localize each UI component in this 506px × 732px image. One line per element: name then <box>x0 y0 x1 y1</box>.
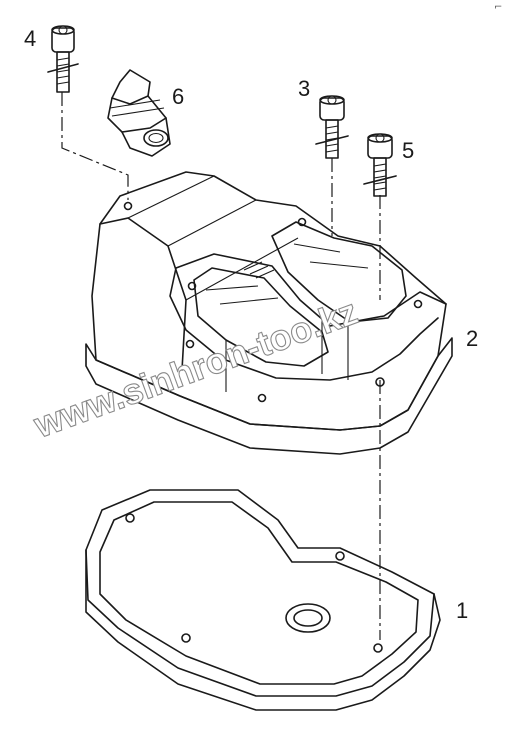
valve-cover-2 <box>85 171 453 455</box>
bolt-5 <box>363 133 397 197</box>
callout-2: 2 <box>466 326 478 351</box>
callout-1: 1 <box>456 598 468 623</box>
callout-3: 3 <box>298 76 310 101</box>
corner-mark: ⌐ <box>494 2 502 13</box>
watermark: www.sinhron-too.kz <box>28 290 363 445</box>
callout-5: 5 <box>402 138 414 163</box>
leader-lines <box>61 92 381 640</box>
breather-plug-6 <box>107 69 171 157</box>
callout-6: 6 <box>172 84 184 109</box>
bolt-4 <box>47 25 79 93</box>
bolt-3 <box>315 95 349 159</box>
gasket-1 <box>85 489 441 711</box>
callout-4: 4 <box>24 26 36 51</box>
